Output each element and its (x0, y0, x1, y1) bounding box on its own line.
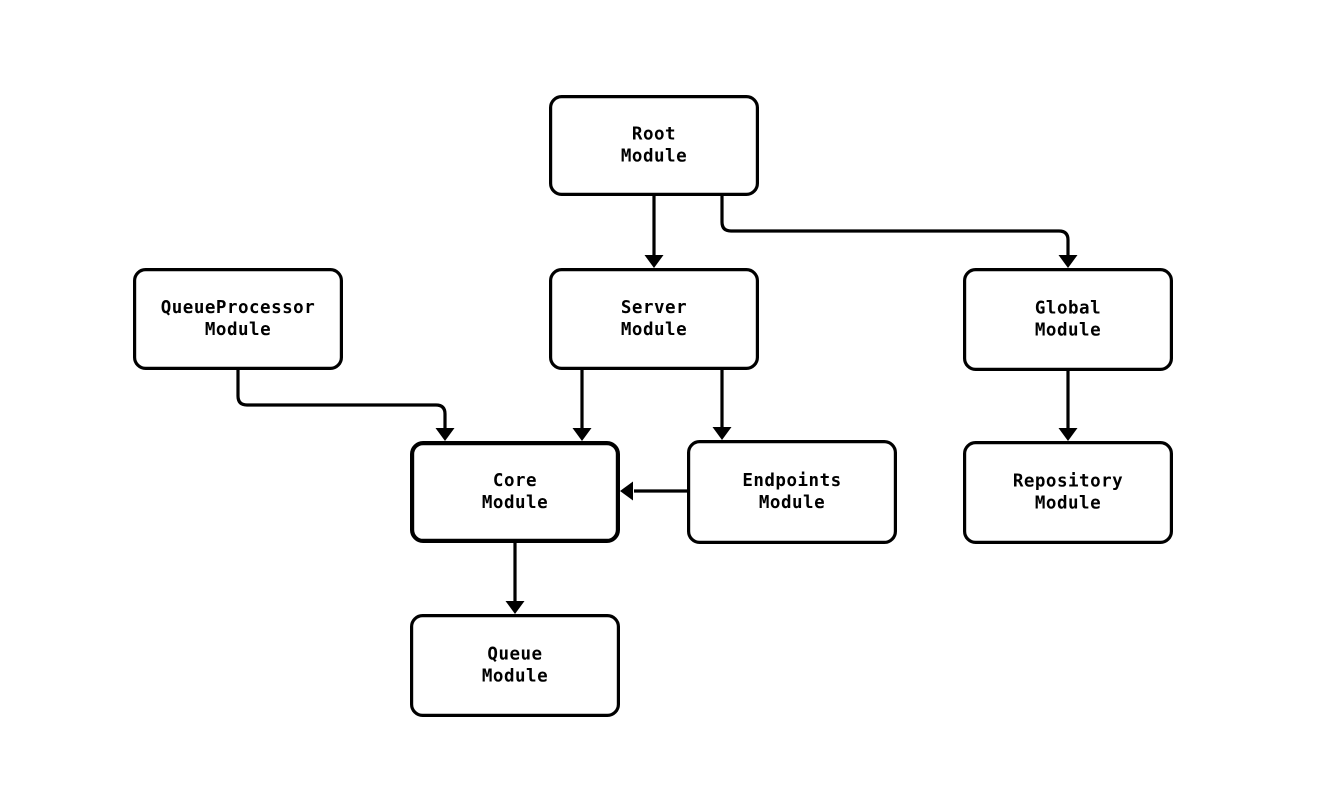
server-module-node-label-line2: Module (621, 320, 687, 340)
edge-queueprocessor-to-core-arrowhead (435, 428, 455, 441)
edge-root-to-server (644, 196, 664, 268)
edge-root-to-server-arrowhead (644, 255, 664, 268)
edge-server-to-endpoints-arrowhead (712, 427, 732, 440)
edges-layer (236, 196, 1078, 614)
server-module-node-box[interactable] (548, 268, 759, 371)
queueprocessor-module-node-box[interactable] (133, 268, 344, 371)
edge-server-to-core (572, 370, 592, 441)
edge-global-to-repository-arrowhead (1058, 428, 1078, 441)
edge-root-to-global-arrowhead (1058, 255, 1078, 268)
edge-root-to-global-line (720, 196, 1070, 256)
edge-server-to-core-arrowhead (572, 428, 592, 441)
queueprocessor-module-node-label-line2: Module (205, 320, 271, 340)
core-module-node-label-line1: Core (493, 471, 537, 491)
global-module-node-label-line2: Module (1035, 321, 1101, 341)
root-module-node-label-line2: Module (621, 147, 687, 167)
core-module-node-label-line2: Module (482, 493, 548, 513)
global-module-node-label-line1: Global (1035, 299, 1101, 319)
edge-endpoints-to-core (620, 481, 687, 501)
edge-core-to-queue-arrowhead (505, 601, 525, 614)
edge-queueprocessor-to-core-line (236, 370, 447, 429)
global-module-node-box[interactable] (962, 268, 1173, 372)
edge-server-to-endpoints (712, 370, 732, 440)
repository-module-node-label-line2: Module (1035, 494, 1101, 514)
root-module-node-label-line1: Root (632, 125, 676, 145)
root-module-node-box[interactable] (548, 94, 759, 197)
queue-module-node-label-line1: Queue (487, 645, 542, 665)
repository-module-node-label-line1: Repository (1013, 472, 1123, 492)
nodes-layer: RootModuleQueueProcessorModuleServerModu… (133, 94, 1173, 717)
endpoints-module-node-box[interactable] (686, 440, 897, 545)
server-module-node-label-line1: Server (621, 298, 687, 318)
queue-module-node-box[interactable] (410, 613, 621, 717)
edge-queueprocessor-to-core (236, 370, 455, 441)
edge-global-to-repository (1058, 371, 1078, 441)
endpoints-module-node-label-line2: Module (759, 493, 825, 513)
repository-module-node-box[interactable] (962, 441, 1173, 545)
queueprocessor-module-node-label-line1: QueueProcessor (161, 298, 316, 318)
queue-module-node-label-line2: Module (482, 667, 548, 687)
edge-core-to-queue (505, 543, 525, 614)
endpoints-module-node-label-line1: Endpoints (742, 471, 841, 491)
edge-root-to-global (720, 196, 1078, 268)
edge-endpoints-to-core-arrowhead (620, 481, 633, 501)
core-module-node-box[interactable] (410, 441, 621, 544)
